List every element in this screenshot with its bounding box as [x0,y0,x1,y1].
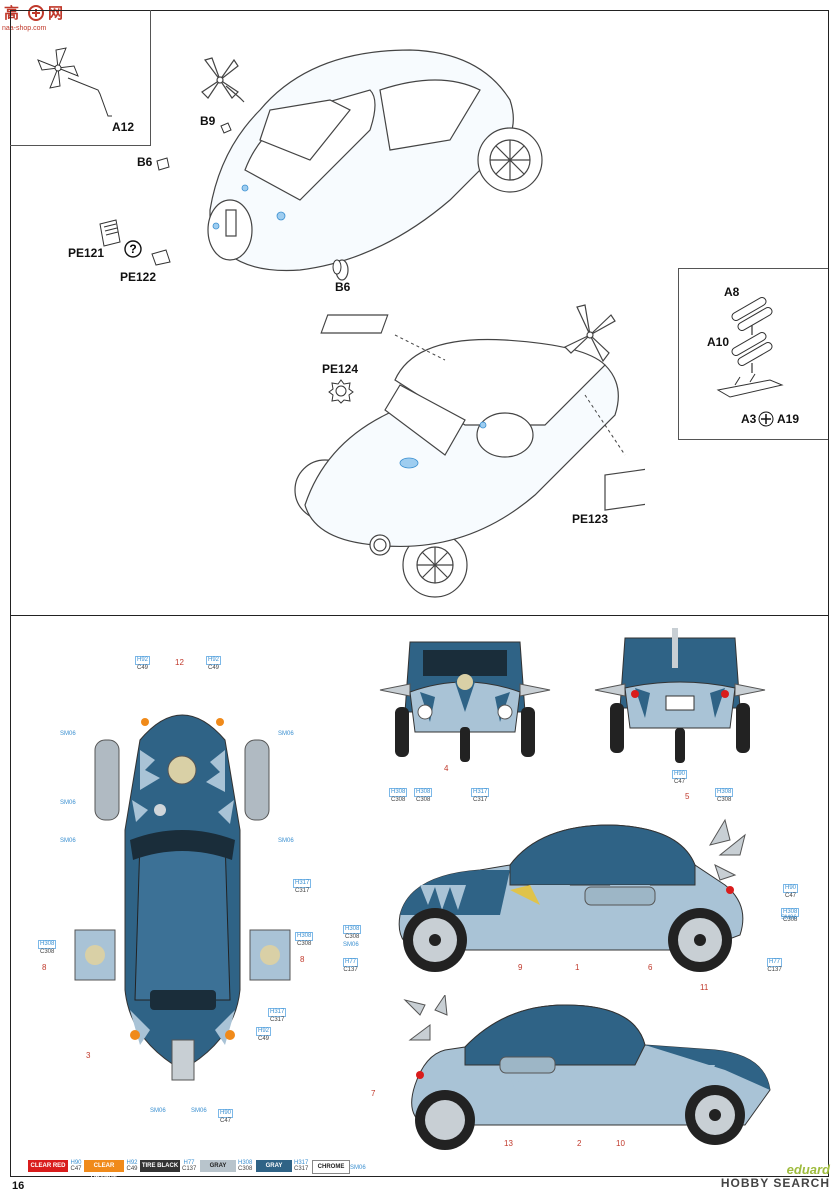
inset-box-a12 [10,10,151,146]
sm-label: SM06 [60,731,76,737]
logo: 高 网 naa-shop.com [2,2,70,34]
part-pe124-icon [328,379,354,404]
callout-13: 13 [504,1139,513,1148]
sm-label: SM06 [781,915,797,921]
svg-text:高: 高 [4,4,19,22]
callout-12: 12 [175,658,184,667]
part-label-a8: A8 [724,285,740,299]
help-icon: ? [124,240,142,258]
part-label-pe123: PE123 [572,512,609,526]
part-b6-lower-icon [332,259,342,275]
fan-part-icon [37,47,112,117]
part-label-b9: B9 [200,114,216,128]
brand-logo: eduard HOBBY SEARCH [680,1163,830,1190]
callout-8-right: 8 [300,955,305,964]
sm-label: SM06 [343,942,359,948]
part-label-a3: A3 [741,412,757,426]
legend-chrome: CHROME [312,1160,350,1174]
callout-9: 9 [518,963,523,972]
part-pe121-icon [99,219,121,247]
sm-label: SM06 [150,1108,166,1114]
brand-shop: HOBBY SEARCH [720,1176,830,1190]
car-assembly-rear-view [294,304,645,598]
callout-4: 4 [444,764,449,773]
part-b6-icon [156,157,170,171]
car-assembly-front-view [201,49,543,281]
part-pe122-icon [151,249,171,266]
part-b9-icon [220,122,232,134]
callout-10: 10 [616,1139,625,1148]
part-label-pe122: PE122 [120,270,157,284]
car-top-view [74,714,291,1081]
legend-clear-orange: CLEAR ORANGE [84,1160,124,1181]
part-label-a19: A19 [777,412,800,426]
part-label-a12: A12 [112,120,135,134]
sm-label: SM06 [278,838,294,844]
car-side-view-left [398,818,746,972]
callout-2: 2 [577,1139,582,1148]
car-side-view-right [403,995,771,1150]
part-label-a10: A10 [707,335,730,349]
car-rear-view [594,628,766,763]
brand-maker: eduard [786,1162,830,1177]
exhaust-parts-icon [716,297,784,398]
logo-mark-icon: 高 网 [4,4,63,22]
sm-label: SM06 [60,838,76,844]
callout-8-left: 8 [42,963,47,972]
assembly-section [10,10,829,616]
legend-gray-light: GRAY [200,1160,236,1172]
help-symbol: ? [129,242,136,256]
part-label-b6-top: B6 [137,155,153,169]
callout-1: 1 [575,963,580,972]
sm-label: SM06 [60,800,76,806]
part-label-b6-bottom: B6 [335,280,351,294]
part-label-pe124: PE124 [322,362,359,376]
logo-site-text: naa-shop.com [2,25,47,32]
callout-3: 3 [86,1051,91,1060]
callout-5: 5 [685,792,690,801]
callout-6: 6 [648,963,653,972]
callout-11: 11 [700,983,709,992]
page-number: 16 [12,1180,25,1192]
inset-box-exhaust [678,268,828,440]
painting-section [10,615,829,1177]
legend-tire-black: TIRE BLACK [140,1160,180,1172]
sm-label: SM06 [278,731,294,737]
part-label-pe121: PE121 [68,246,105,260]
sm-label: SM06 [350,1165,366,1171]
callout-7: 7 [371,1089,376,1098]
car-front-view [379,641,551,762]
legend-clear-red: CLEAR RED [28,1160,68,1172]
svg-text:网: 网 [48,5,63,22]
legend-gray-dark: GRAY [256,1160,292,1172]
assemble-symbol-icon [758,411,774,427]
sm-label: SM06 [191,1108,207,1114]
